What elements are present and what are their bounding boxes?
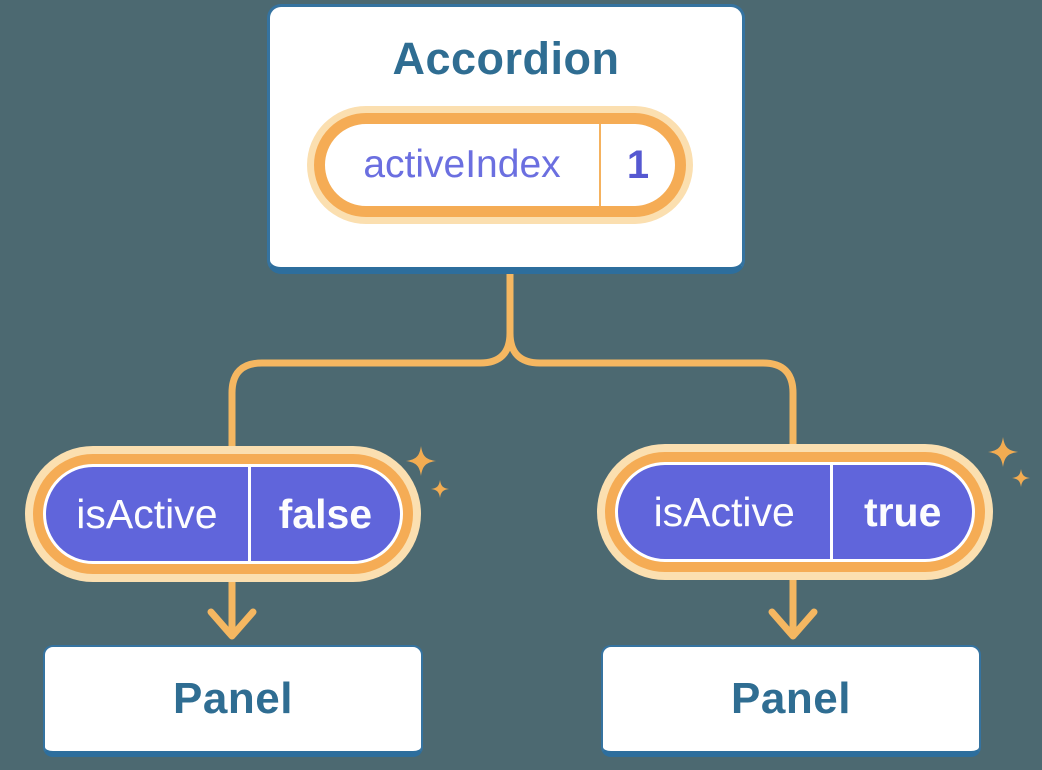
panel-component-card-right: Panel: [601, 645, 981, 757]
prop-pill-value: false: [278, 490, 373, 537]
prop-pill-divider: [830, 465, 834, 559]
prop-pill-is-active-false: isActive false: [43, 464, 403, 564]
prop-pill-is-active-true: isActive true: [615, 462, 975, 562]
connector-branch-right: [506, 332, 797, 470]
accordion-component-card: Accordion activeIndex 1: [267, 4, 745, 274]
state-pill-divider: [599, 124, 601, 206]
connector-branch-left: [228, 332, 514, 470]
prop-pill-label: isActive: [653, 488, 795, 535]
state-pill-value: 1: [626, 142, 650, 187]
sparkles-icon-right-prop: [988, 437, 1030, 487]
arrow-left-head: [207, 608, 257, 640]
state-pill-active-index: activeIndex 1: [314, 113, 686, 217]
prop-pill-value: true: [863, 488, 942, 535]
arrow-right-head: [768, 608, 818, 640]
prop-pill-label: isActive: [76, 490, 218, 537]
panel-component-card-left: Panel: [43, 645, 423, 757]
sparkles-icon-left-prop: [406, 446, 449, 498]
prop-pill-divider: [247, 467, 251, 561]
state-pill-label: activeIndex: [363, 143, 561, 186]
accordion-title: Accordion: [392, 33, 620, 84]
